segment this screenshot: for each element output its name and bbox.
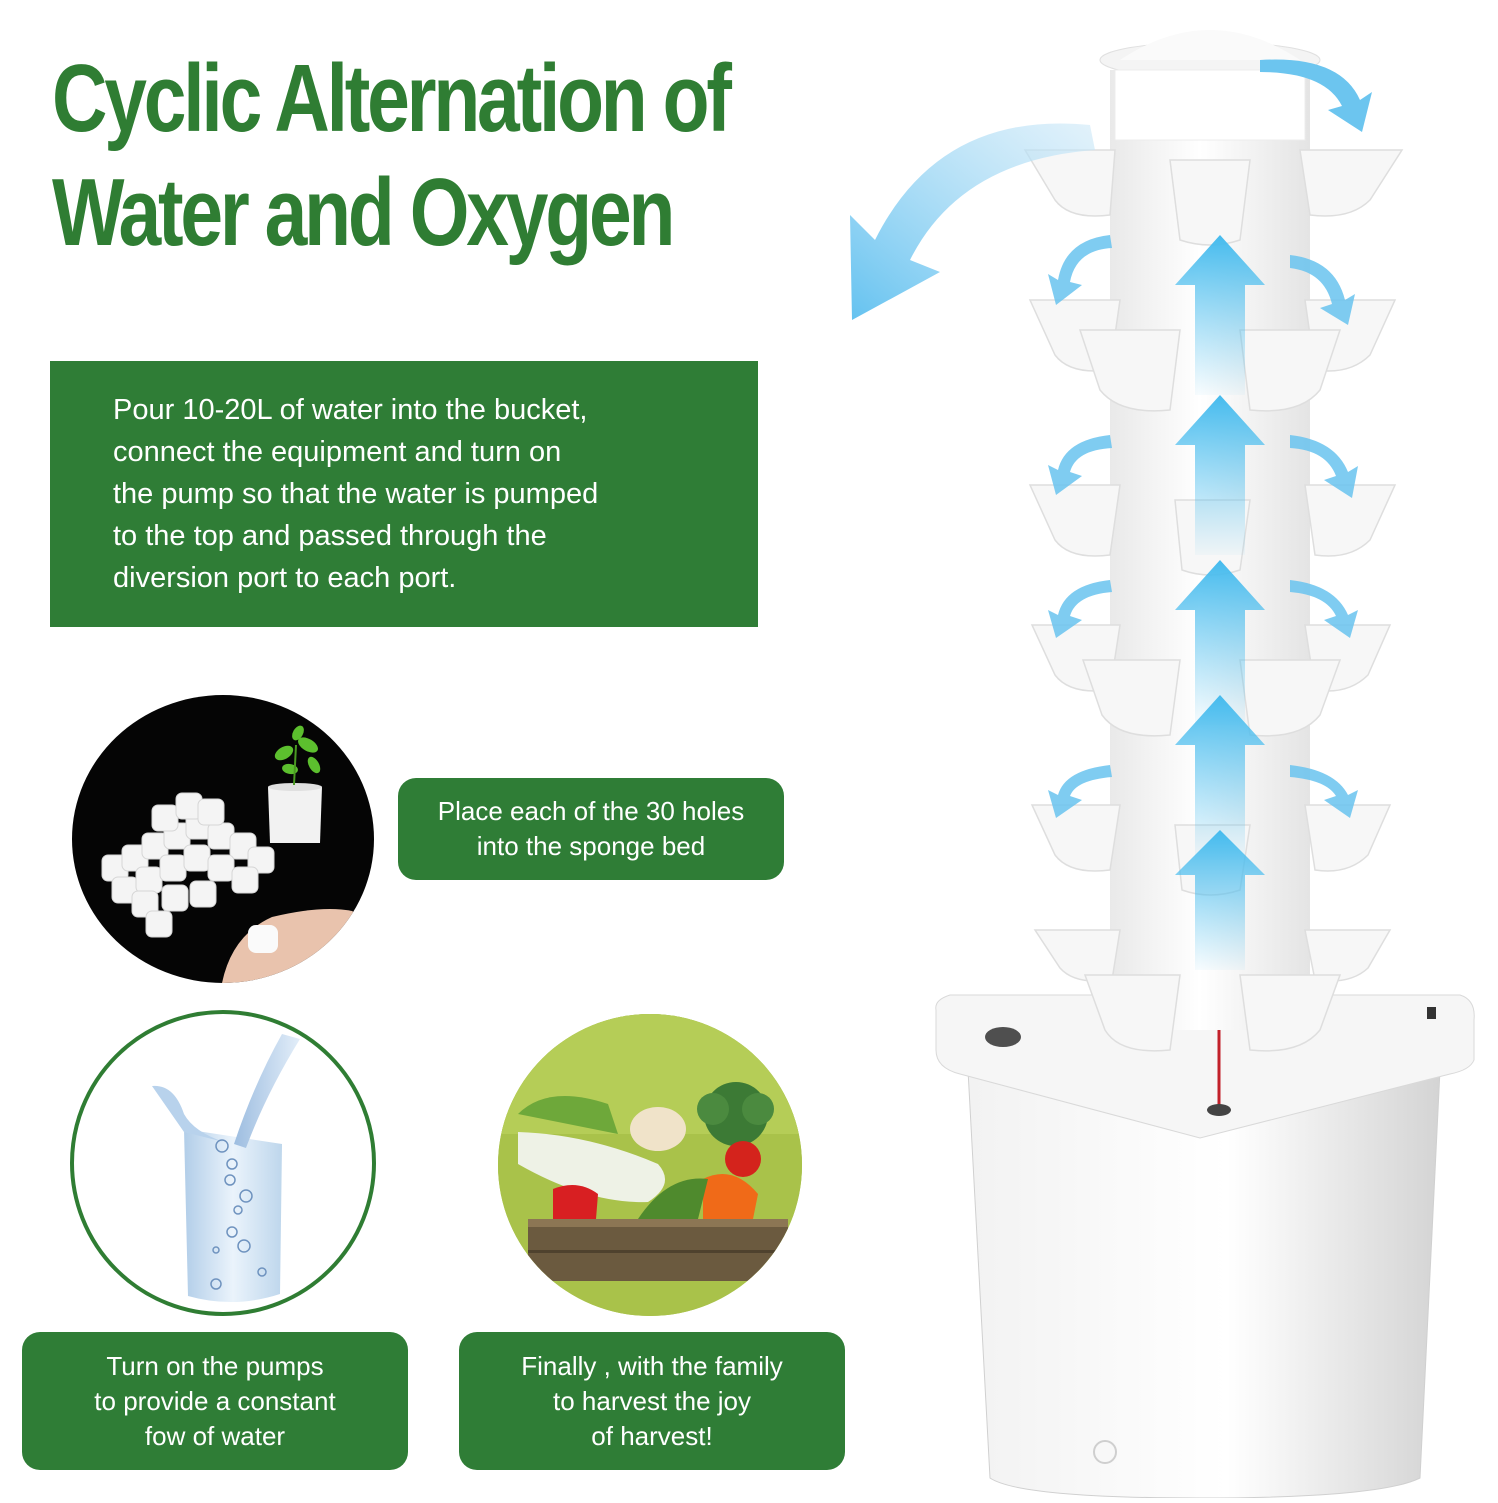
tower-with-flow-arrows [850, 30, 1475, 1499]
step-harvest-box: Finally , with the family to harvest the… [459, 1332, 845, 1470]
instruction-line: diversion port to each port. [113, 562, 457, 594]
hydroponic-tower-image [820, 10, 1490, 1499]
instruction-line: to the top and passed through the [113, 520, 547, 552]
vegetable-crate-image [498, 1014, 802, 1316]
water-glass-image [70, 1010, 376, 1316]
step-text-line: Turn on the pumps [106, 1350, 324, 1381]
main-instruction-text: Pour 10-20L of water into the bucket, co… [113, 389, 598, 599]
step-text-line: fow of water [144, 1420, 286, 1451]
main-instruction-box: Pour 10-20L of water into the bucket, co… [50, 361, 758, 627]
headline-line-2: Water and Oxygen [52, 159, 675, 266]
step-sponge-box: Place each of the 30 holes into the spon… [398, 778, 784, 880]
sponge-plugs-illustration [101, 725, 374, 983]
step-text-line: into the sponge bed [476, 831, 706, 861]
step-text-line: to provide a constant [94, 1385, 336, 1416]
water-glass-illustration [152, 1034, 300, 1303]
step-text-line: Place each of the 30 holes [437, 796, 745, 826]
sponge-plugs-image [72, 695, 374, 983]
vegetable-crate-illustration [498, 1014, 802, 1316]
step-pump-box: Turn on the pumps to provide a constant … [22, 1332, 408, 1470]
headline: Cyclic Alternation of Water and Oxygen [52, 42, 732, 270]
step-text-line: Finally , with the family [521, 1350, 783, 1381]
instruction-line: connect the equipment and turn on [113, 436, 562, 468]
headline-line-1: Cyclic Alternation of [52, 45, 732, 152]
instruction-line: the pump so that the water is pumped [113, 478, 599, 510]
step-text-line: of harvest! [591, 1420, 713, 1451]
instruction-line: Pour 10-20L of water into the bucket, [113, 394, 588, 426]
step-text-line: to harvest the joy [553, 1385, 751, 1416]
